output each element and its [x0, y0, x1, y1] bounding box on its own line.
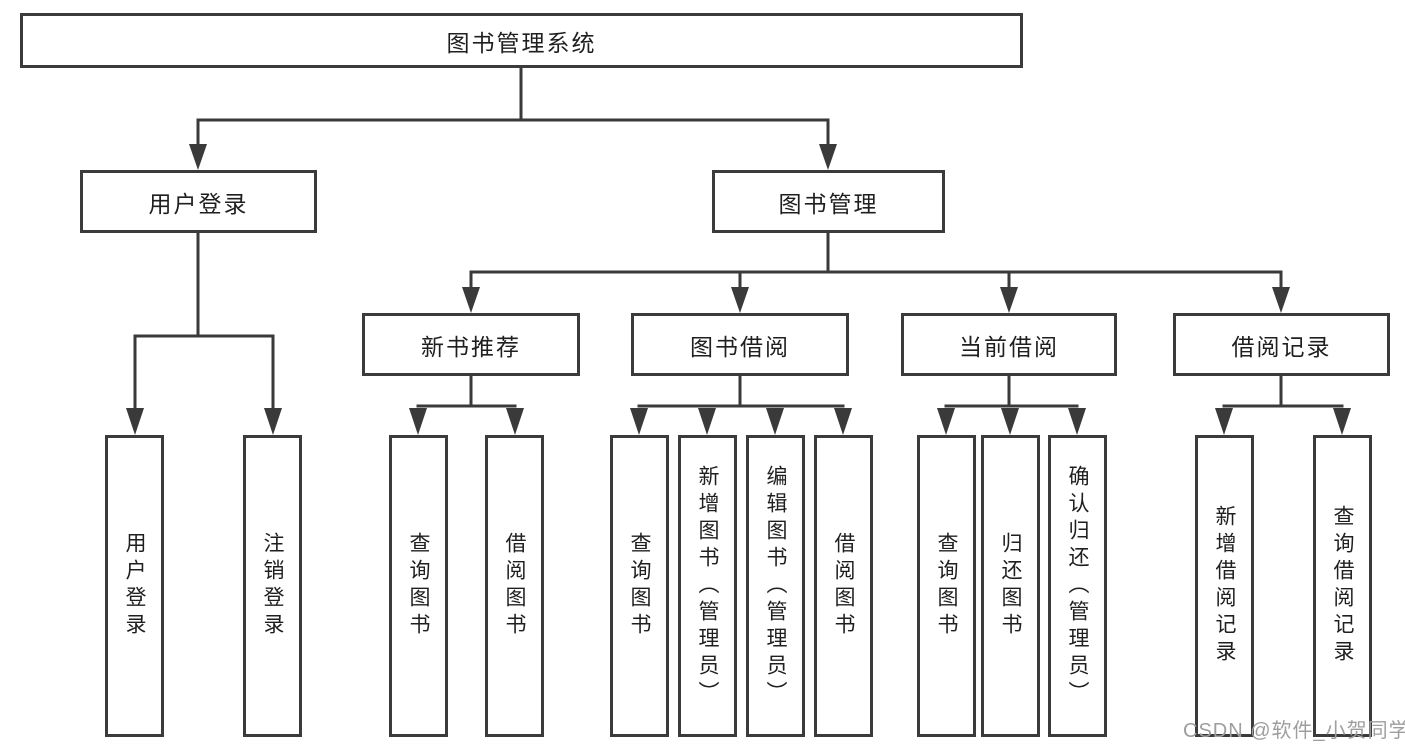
leaf-query-borrow-record: 查询借阅记录 [1313, 435, 1372, 737]
leaf-label: 编辑图书（管理员） [764, 464, 787, 708]
leaf-label: 查询借阅记录 [1331, 505, 1354, 667]
node-current-borrowing: 当前借阅 [901, 313, 1117, 376]
leaf-label: 确认归还（管理员） [1066, 464, 1089, 708]
leaf-label: 查询图书 [935, 532, 958, 640]
leaf-query-books-current: 查询图书 [917, 435, 976, 737]
leaf-add-borrow-record: 新增借阅记录 [1195, 435, 1254, 737]
node-book-borrowing: 图书借阅 [631, 313, 849, 376]
node-label: 借阅记录 [1231, 333, 1332, 360]
leaf-label: 注销登录 [261, 532, 284, 640]
leaf-confirm-return-admin: 确认归还（管理员） [1048, 435, 1107, 737]
leaf-label: 借阅图书 [832, 532, 855, 640]
arrowheads [126, 144, 1351, 435]
node-new-book-recommend: 新书推荐 [362, 313, 580, 376]
leaf-logout: 注销登录 [243, 435, 302, 737]
node-library-management-system: 图书管理系统 [20, 13, 1023, 68]
leaf-borrow-books-recommend: 借阅图书 [485, 435, 544, 737]
node-book-management-module: 图书管理 [712, 170, 945, 233]
leaf-label: 查询图书 [407, 532, 430, 640]
leaf-label: 新增借阅记录 [1213, 505, 1236, 667]
leaf-add-books-admin: 新增图书（管理员） [678, 435, 737, 737]
node-label: 图书借阅 [690, 333, 790, 360]
leaf-label: 借阅图书 [503, 532, 526, 640]
node-label: 新书推荐 [421, 333, 521, 360]
node-label: 用户登录 [148, 190, 249, 217]
leaf-user-login: 用户登录 [105, 435, 164, 737]
leaf-query-books-borrowing: 查询图书 [610, 435, 669, 737]
node-borrow-records: 借阅记录 [1173, 313, 1390, 376]
leaf-query-books-recommend: 查询图书 [389, 435, 448, 737]
node-user-login-module: 用户登录 [80, 170, 317, 233]
csdn-watermark: CSDN @软件_小贺同学 [1183, 720, 1405, 742]
leaf-borrow-books: 借阅图书 [814, 435, 873, 737]
node-label: 当前借阅 [959, 333, 1059, 360]
node-label: 图书管理 [778, 190, 879, 217]
node-label: 图书管理系统 [446, 29, 597, 56]
leaf-label: 新增图书（管理员） [696, 464, 719, 708]
leaf-return-books: 归还图书 [981, 435, 1040, 737]
leaf-label: 归还图书 [999, 532, 1022, 640]
leaf-label: 查询图书 [628, 532, 651, 640]
leaf-label: 用户登录 [123, 532, 146, 640]
leaf-edit-books-admin: 编辑图书（管理员） [746, 435, 805, 737]
